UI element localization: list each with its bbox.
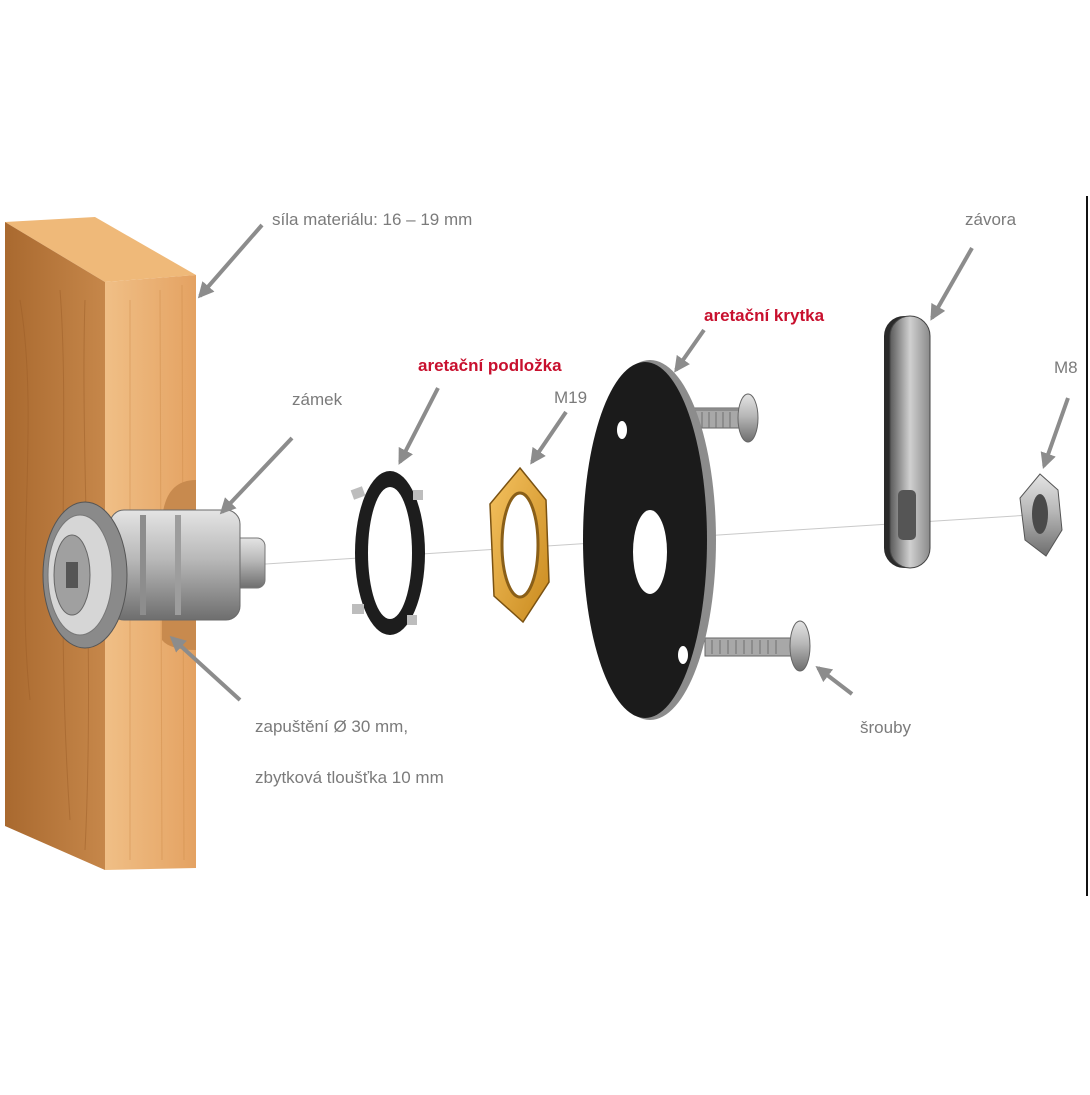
arrow-lock	[219, 436, 294, 515]
label-recess-line2: zbytková tloušťka 10 mm	[255, 768, 444, 787]
countersunk-screw-icon	[689, 393, 759, 443]
arrow-recess	[169, 635, 242, 702]
small-hex-nut-icon	[1019, 473, 1063, 557]
countersunk-screw-icon	[704, 620, 811, 672]
locking-washer-icon	[350, 471, 425, 635]
label-locking-cover: aretační krytka	[704, 306, 825, 325]
label-lock: zámek	[292, 390, 343, 409]
label-material-thickness: síla materiálu: 16 – 19 mm	[272, 210, 473, 229]
arrow-locking-cover	[674, 328, 706, 373]
arrow-locking-washer	[398, 387, 440, 465]
cam-lock-cylinder-icon	[42, 501, 266, 649]
round-cover-plate-icon	[583, 360, 716, 720]
hex-nut-icon	[489, 466, 550, 624]
label-recess-line1: zapuštění Ø 30 mm,	[255, 717, 409, 736]
cam-latch-bar-icon	[884, 315, 931, 569]
label-nut-m19: M19	[554, 388, 588, 407]
arrow-nut-m19	[530, 410, 568, 465]
arrow-latch	[930, 247, 974, 321]
arrow-nut-m8	[1040, 397, 1070, 470]
arrow-material-thickness	[197, 223, 264, 299]
right-edge-line	[1086, 196, 1088, 896]
callout-arrows	[169, 223, 1070, 702]
label-screws: šrouby	[860, 718, 912, 737]
arrow-screws	[815, 666, 854, 696]
label-locking-washer: aretační podložka	[418, 356, 562, 375]
label-nut-m8: M8	[1054, 358, 1078, 377]
label-latch: závora	[965, 210, 1017, 229]
